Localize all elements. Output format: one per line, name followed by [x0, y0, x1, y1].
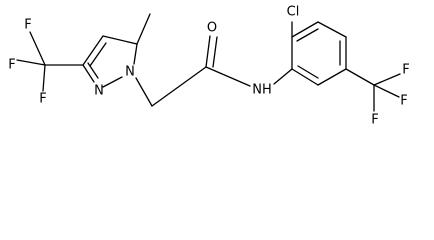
atom-label-f2: F: [24, 18, 31, 33]
atom-label-n-pyrazole-2: N: [94, 84, 104, 99]
atom-label-f5: F: [400, 94, 407, 109]
molecule-diagram: F F F N N O NH Cl F F F: [8, 5, 409, 128]
bond-c5-n1: [133, 43, 138, 65]
bond-ring-c2-c3-double: [296, 28, 319, 42]
atom-label-f6: F: [371, 113, 378, 128]
bond-c3-c4-double: [89, 42, 107, 67]
bond-n1-n2: [102, 76, 123, 88]
bond-carbonyl-nh: [205, 66, 251, 87]
bond-cf3-f1: [16, 59, 46, 66]
bond-cf3-f4: [373, 73, 401, 86]
atom-label-n-pyrazole-1: N: [125, 65, 135, 80]
atom-label-f3: F: [39, 92, 46, 107]
atom-label-f4: F: [402, 63, 409, 78]
atom-label-o-carbonyl: O: [207, 21, 217, 36]
atom-label-nh-amide: NH: [252, 83, 272, 98]
bond-nh-phenyl: [273, 68, 293, 85]
bond-ring-c2-c3: [291, 21, 319, 38]
bond-ring-c6-c1: [291, 68, 319, 86]
bond-carbonyl-o: [205, 35, 211, 68]
bond-c4-c5: [102, 35, 138, 45]
bond-ring-c3-c4: [317, 21, 347, 38]
bond-ring-cf3: [345, 68, 375, 86]
bond-cf3-f2: [29, 31, 46, 66]
bond-ring-c5-c6: [317, 68, 347, 86]
bond-ring-c6-c1-double: [297, 65, 319, 79]
bond-n2-c3: [82, 64, 95, 83]
bond-c3-c4: [82, 35, 104, 66]
bond-ch2-carbonyl: [151, 66, 207, 107]
bond-cf3-f3: [42, 64, 46, 92]
bond-methyl: [136, 13, 151, 45]
atom-label-f1: F: [8, 58, 15, 73]
bond-cf3-f5: [373, 84, 400, 98]
bond-carbonyl-o-double: [212, 36, 218, 68]
atom-label-cl: Cl: [287, 5, 300, 20]
bond-n1-ch2: [135, 77, 153, 107]
bond-n2-c3-double: [87, 62, 99, 79]
